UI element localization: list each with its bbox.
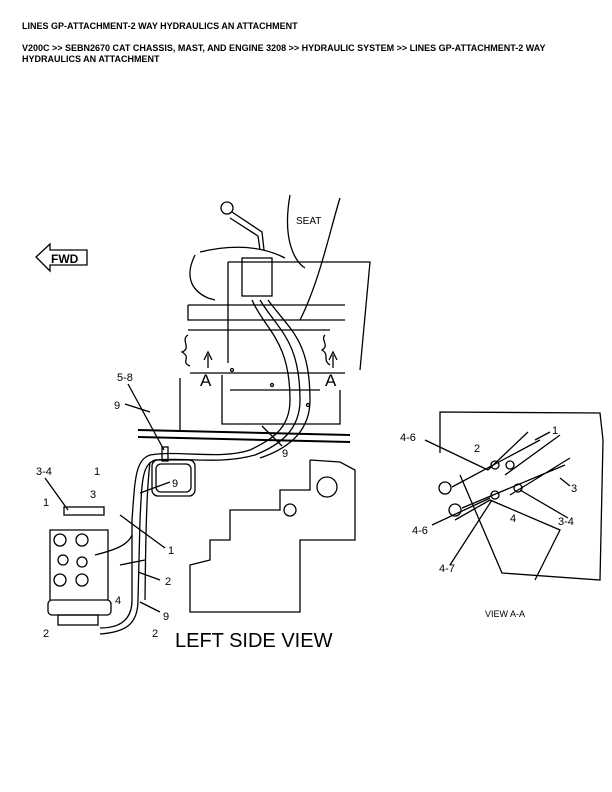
engine-outline: [189, 459, 356, 613]
callout-1: 1: [94, 466, 100, 478]
detail-callout-4: 4: [510, 513, 516, 525]
view-a-a-title: VIEW A-A: [485, 609, 525, 619]
detail-callout-2: 2: [474, 443, 480, 455]
callout-1: 1: [168, 545, 174, 557]
detail-callout-1: 1: [552, 425, 558, 437]
detail-view-a-a: 4-6 2 1 3 4-6 4 3-4 4-7 VIEW A-A: [400, 411, 604, 619]
left-side-view-title: LEFT SIDE VIEW: [175, 630, 333, 652]
callout-9: 9: [282, 448, 288, 460]
section-a-left: A: [200, 371, 212, 390]
fwd-label: FWD: [51, 252, 79, 266]
control-valve: [47, 506, 112, 626]
callout-3: 3: [90, 489, 96, 501]
callout-2: 2: [165, 576, 171, 588]
page-title: LINES GP-ATTACHMENT-2 WAY HYDRAULICS AN …: [22, 21, 298, 31]
detail-callout-4-6: 4-6: [400, 432, 416, 444]
fwd-arrow-icon: FWD: [35, 242, 88, 273]
seat-and-lever: SEAT A A: [137, 194, 371, 443]
callout-3-4: 3-4: [36, 466, 52, 478]
detail-callout-3-4: 3-4: [558, 516, 574, 528]
detail-callout-3: 3: [571, 483, 577, 495]
detail-callout-4-7: 4-7: [439, 563, 455, 575]
callout-9: 9: [163, 611, 169, 623]
callout-9: 9: [172, 478, 178, 490]
callouts-left-view: 5-8 9 9 9 9 3-4 1 1 3 1 2 4 2 2 LEFT SID…: [36, 372, 333, 652]
section-a-right: A: [325, 371, 337, 390]
hose-routing: [94, 299, 311, 635]
callout-5-8: 5-8: [117, 372, 133, 384]
callout-9: 9: [114, 400, 120, 412]
callout-4: 4: [115, 595, 121, 607]
seat-label: SEAT: [296, 216, 321, 227]
callout-2: 2: [152, 628, 158, 640]
callout-1: 1: [43, 497, 49, 509]
breadcrumb: V200C >> SEBN2670 CAT CHASSIS, MAST, AND…: [22, 43, 546, 64]
callout-2: 2: [43, 628, 49, 640]
detail-callout-4-6: 4-6: [412, 525, 428, 537]
